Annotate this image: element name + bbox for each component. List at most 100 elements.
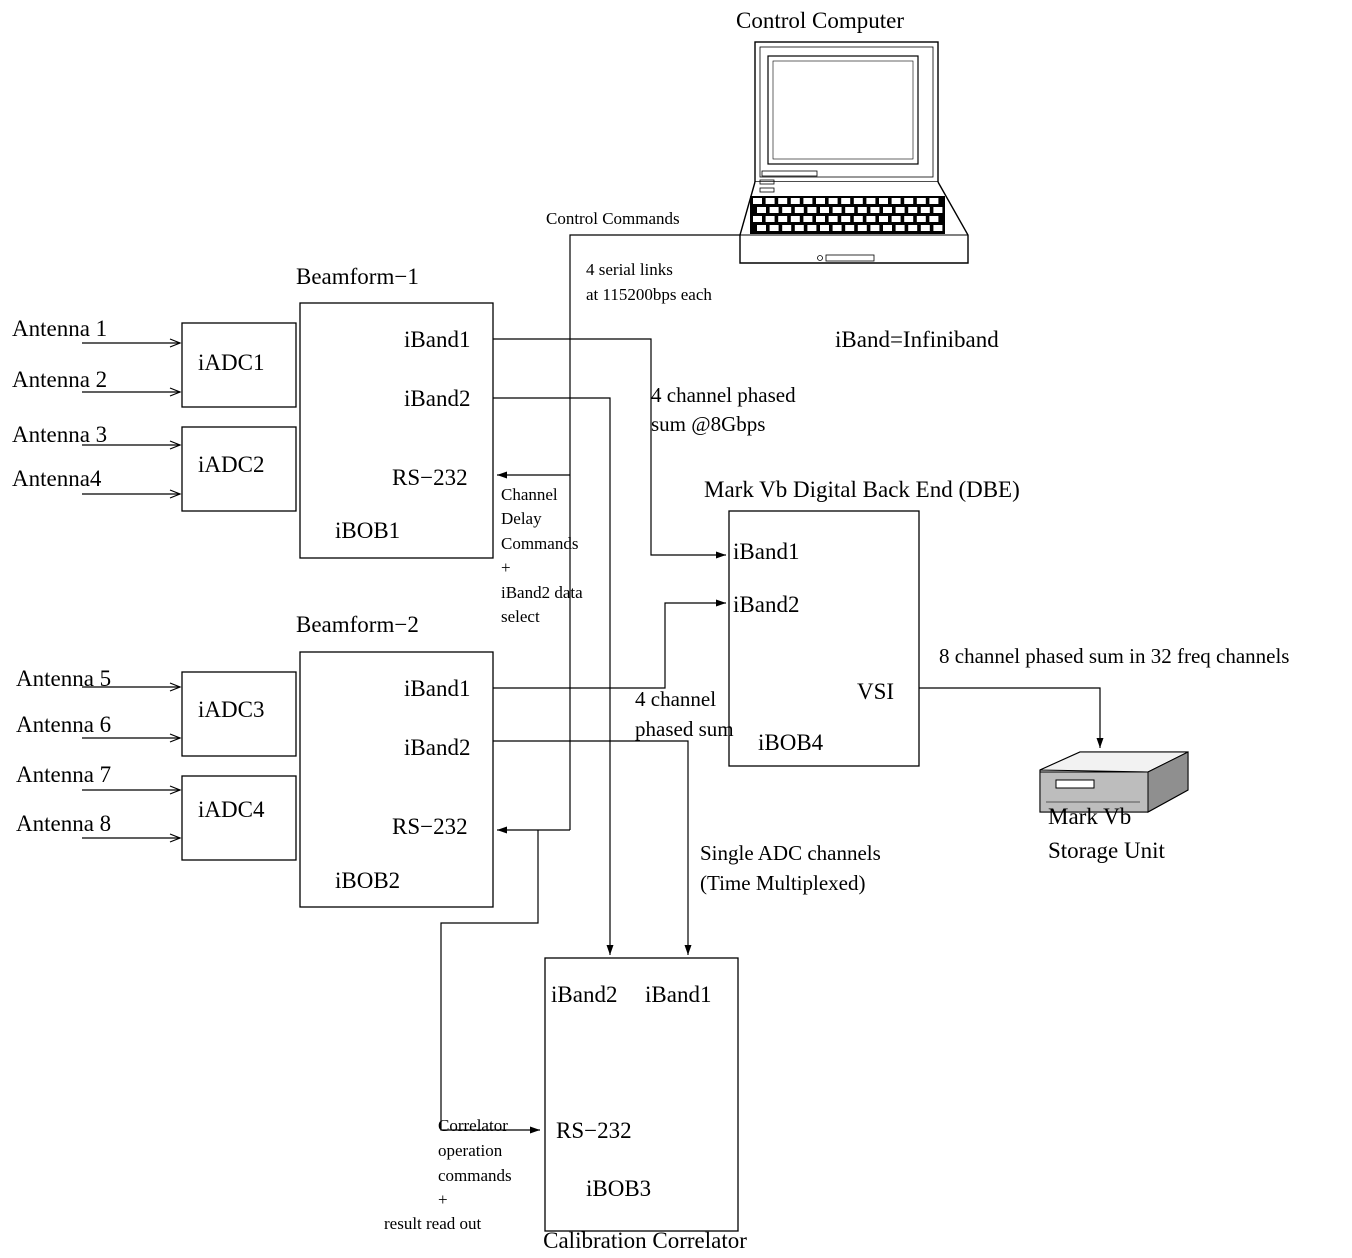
delay-commands-label-3: Commands — [501, 534, 578, 553]
phased-sum-8g-label-1: 4 channel phased — [651, 383, 796, 407]
laptop-icon — [739, 41, 969, 264]
ibob4-label: iBOB4 — [758, 730, 824, 755]
correlator-rs232-port: RS−232 — [556, 1118, 632, 1143]
dbe-iband1-port: iBand1 — [733, 539, 799, 564]
ibob4-box — [728, 510, 920, 767]
keyboard-key — [866, 198, 876, 204]
dbe-title: Mark Vb Digital Back End (DBE) — [704, 477, 1020, 502]
correlator-commands-label-4: + — [438, 1190, 448, 1209]
dbe-iband2-port: iBand2 — [733, 592, 799, 617]
phased-32-label: 8 channel phased sum in 32 freq channels — [939, 644, 1289, 668]
keyboard-key — [904, 216, 914, 222]
keyboard-key — [753, 216, 762, 222]
keyboard-key — [807, 207, 817, 213]
keyboard-key — [832, 207, 842, 213]
keyboard-key — [794, 207, 804, 213]
iadc2-box — [181, 426, 297, 512]
iadc3-box — [181, 671, 297, 757]
ibob2-label: iBOB2 — [335, 868, 400, 893]
keyboard-key — [883, 225, 892, 231]
keyboard-key — [908, 207, 918, 213]
ibob1-box — [299, 302, 494, 559]
ibob2-iband2-to-correlator-line — [493, 740, 692, 955]
delay-commands-label-5: iBand2 data — [501, 583, 583, 602]
iadc2-label: iADC2 — [198, 452, 264, 477]
keyboard-key — [857, 207, 867, 213]
keyboard-key — [828, 198, 838, 204]
keyboard-key — [857, 225, 867, 231]
keyboard-key — [778, 198, 788, 204]
keyboard-key — [803, 198, 813, 204]
keyboard-key — [870, 225, 880, 231]
keyboard-key — [929, 216, 939, 222]
iadc4-label: iADC4 — [198, 797, 265, 822]
correlator-commands-label-3: commands — [438, 1166, 512, 1185]
delay-commands-label-4: + — [501, 558, 511, 577]
correlator-iband1-port: iBand1 — [645, 982, 711, 1007]
keyboard-key — [816, 216, 825, 222]
correlator-commands-label-1: Correlator — [438, 1116, 508, 1135]
serial-links-label-1: 4 serial links — [586, 260, 673, 279]
ibob2-iband2-port: iBand2 — [404, 735, 470, 760]
ibob1-iband2-port: iBand2 — [404, 386, 470, 411]
keyboard-key — [790, 198, 800, 204]
keyboard-key — [904, 198, 914, 204]
keyboard-key — [757, 207, 766, 213]
antenna-3-label: Antenna 3 — [12, 422, 107, 447]
ibob3-label: iBOB3 — [586, 1176, 651, 1201]
keyboard-key — [832, 225, 842, 231]
phased-sum-8g-label-2: sum @8Gbps — [651, 412, 765, 436]
control-commands-label: Control Commands — [546, 209, 680, 228]
keyboard-key — [895, 225, 905, 231]
correlator-commands-label-2: operation — [438, 1141, 503, 1160]
correlator-iband2-port: iBand2 — [551, 982, 617, 1007]
control-bus-line — [569, 234, 740, 830]
correlator-title: Calibration Correlator — [543, 1228, 747, 1253]
keyboard-key — [916, 216, 926, 222]
correlator-commands-label-5: result read out — [384, 1214, 482, 1233]
keyboard-key — [782, 207, 792, 213]
storage-label-1: Mark Vb — [1048, 804, 1131, 829]
keyboard-key — [820, 207, 829, 213]
antenna-7-label: Antenna 7 — [16, 762, 111, 787]
keyboard-key — [853, 216, 863, 222]
antenna-6-label: Antenna 6 — [16, 712, 111, 737]
keyboard-key — [807, 225, 817, 231]
keyboard-key — [920, 207, 930, 213]
serial-links-label-2: at 115200bps each — [586, 285, 712, 304]
keyboard-key — [820, 225, 829, 231]
ibob2-iband1-port: iBand1 — [404, 676, 470, 701]
antenna-2-label: Antenna 2 — [12, 367, 107, 392]
keyboard-key — [778, 216, 788, 222]
keyboard-key — [933, 225, 943, 231]
ibob2-iband1-to-dbe-line — [493, 599, 726, 689]
keyboard-key — [828, 216, 838, 222]
keyboard-key — [879, 198, 888, 204]
ibob2-box — [299, 651, 494, 908]
phased-sum-label-1: 4 channel — [635, 687, 716, 711]
keyboard-key — [790, 216, 800, 222]
delay-commands-label-2: Delay — [501, 509, 542, 528]
ibob2-rs232-port: RS−232 — [392, 814, 468, 839]
delay-commands-label-6: select — [501, 607, 540, 626]
keyboard-key — [895, 207, 905, 213]
keyboard-key — [866, 216, 876, 222]
control-computer-title: Control Computer — [736, 8, 904, 33]
beamform2-title: Beamform−2 — [296, 612, 419, 637]
keyboard-key — [816, 198, 825, 204]
keyboard-key — [769, 225, 779, 231]
dbe-vsi-port: VSI — [857, 679, 894, 704]
keyboard-key — [920, 225, 930, 231]
keyboard-key — [879, 216, 888, 222]
keyboard-key — [845, 207, 855, 213]
keyboard-key — [933, 207, 943, 213]
keyboard-key — [765, 198, 775, 204]
ibob1-rs232-port: RS−232 — [392, 465, 468, 490]
ibob1-iband2-to-correlator-line — [493, 397, 614, 955]
antenna-4-label: Antenna4 — [12, 466, 102, 491]
keyboard-key — [891, 198, 901, 204]
keyboard-key — [853, 198, 863, 204]
single-adc-label-2: (Time Multiplexed) — [700, 871, 865, 895]
keyboard-key — [891, 216, 901, 222]
